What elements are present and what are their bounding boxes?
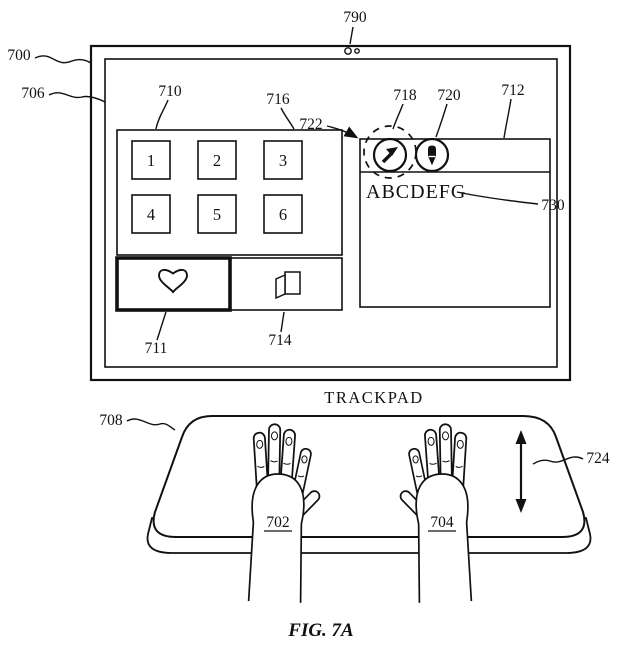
cursor-tool: [363, 125, 417, 179]
device-bezel: [89, 44, 572, 382]
right-hand: [399, 423, 473, 603]
display-device: [89, 44, 572, 382]
fingernail: [412, 455, 419, 464]
leader-722-arrow: [326, 125, 359, 139]
key-5-label: 5: [213, 205, 221, 224]
ref-712: 712: [501, 82, 524, 99]
key-6: [263, 194, 303, 234]
knuckle-crease: [455, 465, 463, 468]
page-front: [284, 271, 301, 295]
ref-790: 790: [343, 9, 367, 26]
arrow-head: [386, 147, 398, 156]
fingernail: [271, 431, 279, 441]
knuckle-crease: [442, 460, 450, 463]
leader-706: [48, 92, 106, 103]
key-6-label: 6: [279, 205, 287, 224]
leader-lines: [34, 26, 584, 465]
ref-708: 708: [99, 412, 123, 429]
knuckle-crease: [415, 475, 423, 478]
ref-700: 700: [7, 47, 31, 64]
trackpad: [146, 415, 592, 603]
key-4: [131, 194, 171, 234]
fingernail: [441, 431, 449, 441]
palm-and-wrist: [415, 473, 473, 603]
screen: [104, 58, 558, 368]
camera-icon: [344, 47, 360, 55]
heart-key-selected: [115, 256, 232, 312]
fingernail: [456, 439, 464, 449]
app-window: ABCDEFG: [359, 125, 551, 308]
leader-710: [155, 99, 169, 130]
knuckle-crease: [283, 462, 291, 465]
ref-718: 718: [393, 87, 417, 104]
ref-724: 724: [586, 450, 610, 467]
keypad-bottom-row: [115, 256, 343, 312]
reference-numerals: 700 706 790 710 716 722 718 720 712 730 …: [7, 9, 610, 532]
ref-704: 704: [430, 514, 454, 531]
key-1-label: 1: [147, 151, 155, 170]
leader-716: [280, 107, 295, 130]
heart-icon: [158, 268, 188, 294]
knuckle-crease: [270, 460, 278, 463]
pen-tool: [414, 137, 450, 173]
pen-body: [428, 145, 436, 166]
ref-702: 702: [266, 514, 289, 531]
ref-706: 706: [21, 85, 45, 102]
ref-720: 720: [437, 87, 461, 104]
scroll-arrow-up-head: [515, 430, 527, 444]
key-4-label: 4: [147, 205, 155, 224]
key-2: [197, 140, 237, 180]
scroll-arrow-icon: [515, 430, 527, 513]
ref-714: 714: [268, 332, 292, 349]
trackpad-title: TRACKPAD: [324, 388, 423, 407]
arrow-shaft: [381, 151, 394, 164]
leader-700: [34, 55, 92, 64]
ref-716: 716: [266, 91, 290, 108]
knuckle-crease: [429, 462, 437, 465]
page-back: [275, 273, 286, 300]
knuckle-crease: [257, 465, 265, 468]
ref-722: 722: [299, 116, 322, 133]
leader-730: [456, 191, 539, 205]
fingernail: [427, 436, 435, 446]
key-3-label: 3: [279, 151, 287, 170]
page-flip-icon: [275, 271, 301, 300]
camera-dot-left: [344, 47, 352, 55]
fingernail: [256, 439, 264, 449]
leader-711: [156, 311, 167, 341]
keypad-container: [116, 129, 343, 256]
fingernail: [285, 436, 293, 446]
fingernails-and-creases: [412, 431, 464, 478]
leader-790: [349, 26, 354, 45]
window-text: ABCDEFG: [366, 181, 466, 203]
palm-and-wrist: [247, 473, 305, 603]
leader-712: [503, 98, 512, 139]
window-frame: [359, 138, 551, 308]
fingernails-and-creases: [256, 431, 308, 478]
camera-dot-right: [354, 48, 360, 54]
pen-icon: [428, 145, 436, 166]
ref-710: 710: [158, 83, 182, 100]
key-2-label: 2: [213, 151, 221, 170]
ref-730: 730: [541, 197, 565, 214]
keypad-panel: 1 2 3 4 5 6: [115, 129, 343, 312]
fingernail: [301, 455, 308, 464]
leader-720: [435, 103, 448, 138]
left-hand: [247, 423, 321, 603]
key-5: [197, 194, 237, 234]
leader-718: [392, 103, 404, 130]
ne-arrow-icon: [381, 147, 398, 164]
key-1: [131, 140, 171, 180]
key-3: [263, 140, 303, 180]
leader-714: [280, 311, 285, 333]
scroll-arrow-down-head: [515, 499, 527, 513]
ref-711: 711: [145, 340, 168, 357]
leader-708: [126, 418, 176, 431]
keypad-keys: 1 2 3 4 5 6: [131, 140, 303, 234]
knuckle-crease: [297, 475, 305, 478]
figure-caption: FIG. 7A: [287, 620, 353, 641]
leader-724: [532, 456, 584, 465]
